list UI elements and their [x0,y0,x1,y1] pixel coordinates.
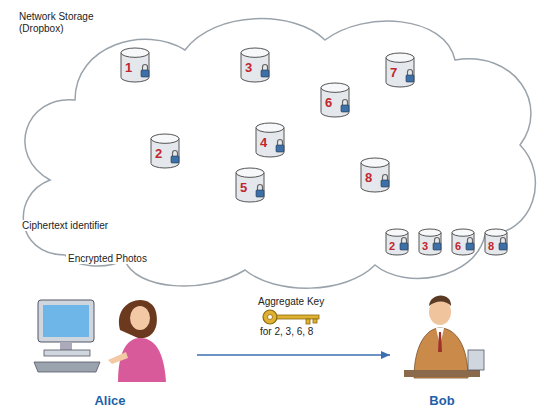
ciphertext-id: 2 [155,147,162,160]
cylinder-outline [150,133,180,169]
ciphertext-id: 6 [325,96,332,109]
ciphertext-id: 6 [455,241,461,252]
database-cylinder: 2 [385,228,409,256]
database-cylinder: 6 [320,82,350,118]
cylinder-outline [385,228,409,256]
database-cylinder: 2 [150,133,180,169]
ciphertext-id: 8 [488,241,494,252]
woman-figure [108,300,166,382]
cylinder-outline [255,122,285,158]
ciphertext-id: 5 [240,181,247,194]
ciphertext-id: 7 [390,66,397,79]
cylinder-outline [320,82,350,118]
database-cylinder: 3 [418,228,442,256]
storage-label: Network Storage (Dropbox) [19,11,109,35]
database-cylinder: 3 [240,47,270,83]
cylinder-outline [235,167,265,203]
user-node: Bob [392,290,492,408]
cylinder-outline [451,228,475,256]
database-cylinder: 5 [235,167,265,203]
key-label: for 2, 3, 6, 8 [258,326,315,337]
database-cylinder: 4 [255,122,285,158]
database-cylinder: 8 [484,228,508,256]
user-name: Alice [92,393,127,408]
ciphertext-id: 3 [422,241,428,252]
computer-figure [34,300,100,372]
ciphertext-id: 4 [260,136,267,149]
cylinder-outline [240,47,270,83]
man-figure [404,296,484,379]
key-label: Aggregate Key [256,296,326,307]
ciphertext-id: 3 [245,61,252,74]
database-cylinder: 1 [120,47,150,83]
database-cylinder: 6 [451,228,475,256]
cylinder-outline [360,157,390,193]
cylinder-outline [385,52,415,88]
database-cylinder: 7 [385,52,415,88]
cylinder-outline [484,228,508,256]
callout-label: Encrypted Photos [66,253,149,264]
cylinder-outline [120,47,150,83]
database-cylinder: 8 [360,157,390,193]
callout-label: Ciphertext identifier [20,220,110,231]
key-icon [263,310,319,324]
ciphertext-id: 8 [365,171,372,184]
share-arrow [197,354,390,356]
ciphertext-id: 2 [389,241,395,252]
ciphertext-id: 1 [125,61,132,74]
user-name: Bob [427,393,456,408]
user-node: Alice [25,292,195,408]
cylinder-outline [418,228,442,256]
